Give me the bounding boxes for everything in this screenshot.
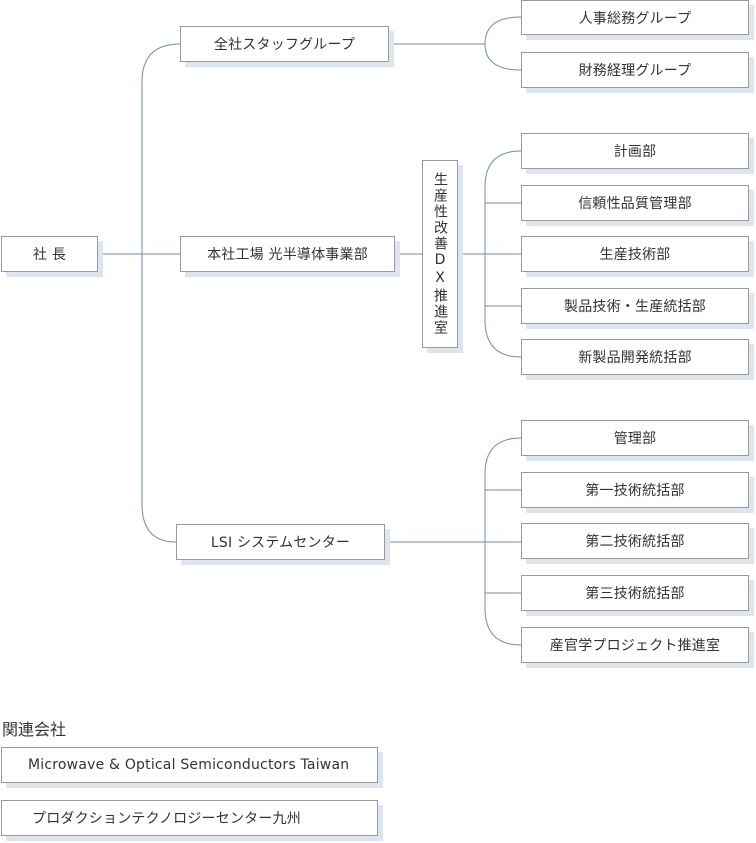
unit-label: 第一技術統括部 (585, 483, 685, 499)
unit-box[interactable]: 産官学プロジェクト推進室 (521, 627, 749, 663)
unit-box[interactable]: 第三技術統括部 (521, 575, 749, 611)
unit-label: 財務経理グループ (578, 63, 692, 79)
unit-label: 産官学プロジェクト推進室 (549, 638, 721, 654)
connector-branch1-children (484, 16, 522, 71)
unit-box[interactable]: 新製品開発統括部 (521, 339, 749, 375)
unit-box[interactable]: 財務経理グループ (521, 52, 749, 88)
connector-branch2-spine (484, 150, 522, 358)
affiliates-heading: 関連会社 (2, 720, 67, 739)
president-label: 社 長 (32, 247, 67, 263)
branch-main-factory[interactable]: 本社工場 光半導体事業部 (180, 236, 395, 272)
dx-office-box[interactable]: 生産性改善DX推進室 (422, 160, 458, 348)
unit-box[interactable]: 第二技術統括部 (521, 523, 749, 559)
unit-label: 新製品開発統括部 (578, 350, 692, 366)
branch-lsi-center[interactable]: LSI システムセンター (176, 524, 385, 560)
unit-label: 信頼性品質管理部 (578, 196, 692, 212)
unit-box[interactable]: 信頼性品質管理部 (521, 185, 749, 221)
unit-label: 生産技術部 (599, 247, 671, 263)
unit-label: 管理部 (613, 431, 657, 447)
dx-office-label: 生産性改善DX推進室 (432, 172, 448, 336)
unit-label: 人事総務グループ (578, 10, 692, 27)
affiliate-label: Microwave & Optical Semiconductors Taiwa… (28, 757, 350, 773)
affiliate-label: プロダクションテクノロジーセンター九州 (32, 811, 301, 827)
unit-box[interactable]: 第一技術統括部 (521, 472, 749, 508)
branch-label: 本社工場 光半導体事業部 (207, 247, 368, 263)
affiliate-box[interactable]: プロダクションテクノロジーセンター九州 (1, 800, 378, 836)
unit-box[interactable]: 人事総務グループ (521, 0, 749, 35)
branch-label: LSI システムセンター (210, 535, 351, 551)
branch-staff-group[interactable]: 全社スタッフグループ (180, 26, 389, 62)
connector-branch3-spine (484, 437, 522, 646)
unit-box[interactable]: 製品技術・生産統括部 (521, 288, 749, 324)
unit-label: 第二技術統括部 (585, 534, 685, 550)
branch-label: 全社スタッフグループ (213, 37, 356, 53)
unit-box[interactable]: 生産技術部 (521, 236, 749, 272)
connector-trunk (141, 43, 181, 543)
unit-label: 製品技術・生産統括部 (564, 299, 706, 315)
unit-box[interactable]: 計画部 (521, 133, 749, 169)
unit-label: 第三技術統括部 (585, 586, 685, 602)
president-box[interactable]: 社 長 (1, 236, 98, 272)
unit-box[interactable]: 管理部 (521, 420, 749, 456)
affiliate-box[interactable]: Microwave & Optical Semiconductors Taiwa… (1, 747, 378, 783)
unit-label: 計画部 (613, 144, 657, 160)
